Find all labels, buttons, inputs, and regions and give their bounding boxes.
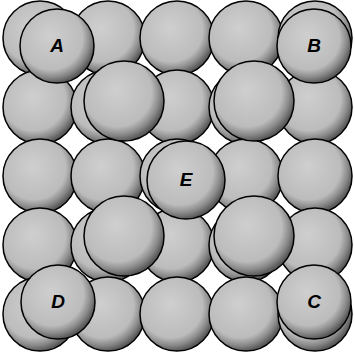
- bottom-sphere: [140, 277, 214, 351]
- upper-sphere: [214, 196, 294, 276]
- sphere-body: [147, 141, 225, 219]
- upper-sphere: [84, 61, 164, 141]
- labeled-sphere: A: [19, 8, 95, 84]
- sphere-body: [21, 265, 95, 339]
- labeled-sphere: B: [276, 8, 352, 84]
- sphere-letter: B: [276, 8, 352, 84]
- labeled-sphere: E: [146, 140, 226, 220]
- upper-sphere: [84, 196, 164, 276]
- labeled-sphere: D: [20, 264, 96, 340]
- sphere-body: [277, 9, 351, 83]
- bottom-sphere: [3, 139, 77, 213]
- sphere-letter: A: [19, 8, 95, 84]
- sphere-letter: C: [276, 264, 352, 340]
- labeled-sphere: C: [276, 264, 352, 340]
- top-layer: [84, 61, 294, 276]
- sphere-body: [20, 9, 94, 83]
- bottom-layer: [3, 1, 352, 351]
- upper-sphere: [214, 61, 294, 141]
- bottom-sphere: [278, 139, 352, 213]
- bottom-sphere: [140, 1, 214, 75]
- sphere-letter: D: [20, 264, 96, 340]
- bottom-sphere: [209, 277, 283, 351]
- sphere-body: [277, 265, 351, 339]
- sphere-letter: E: [146, 140, 226, 220]
